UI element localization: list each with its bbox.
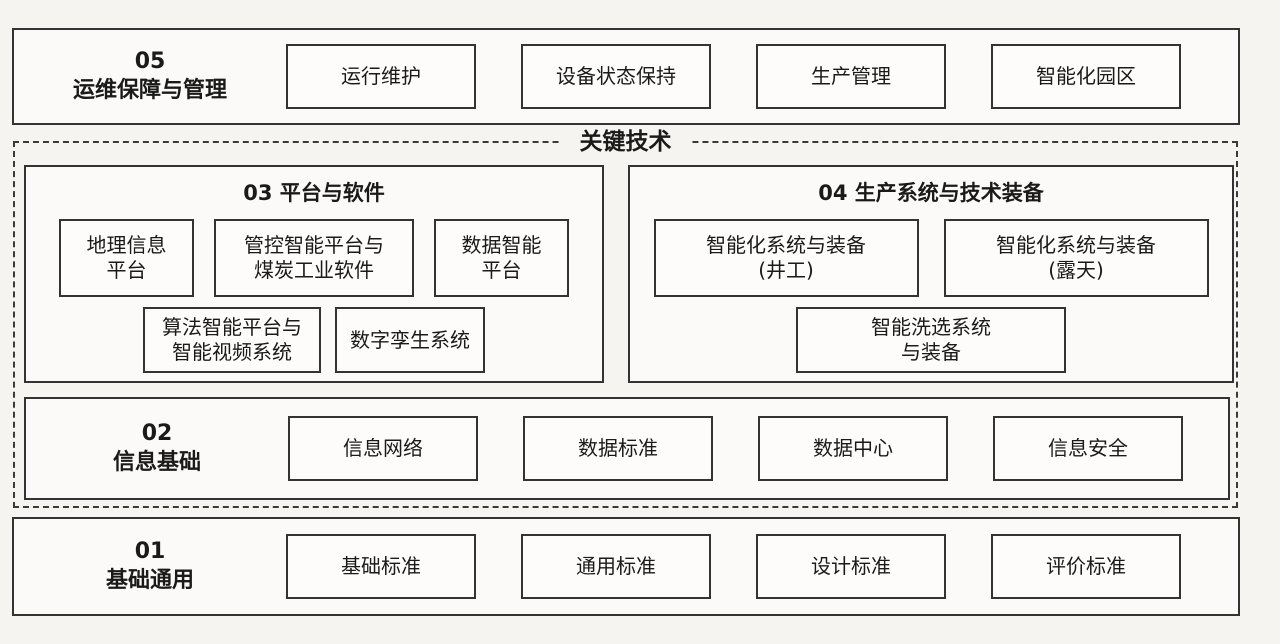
item-box: 评价标准 <box>991 534 1181 599</box>
item-box: 信息网络 <box>288 416 478 481</box>
panel-box: 地理信息 平台 <box>59 219 194 297</box>
layer-02-items: 信息网络 数据标准 数据中心 信息安全 <box>288 416 1241 481</box>
layer-02-name: 信息基础 <box>112 449 201 475</box>
layer-01-name: 基础通用 <box>105 567 194 593</box>
panel-box: 智能化系统与装备 (露天) <box>943 219 1209 297</box>
panel-04-title: 04 生产系统与技术装备 <box>818 181 1044 205</box>
layer-05-number: 05 <box>134 48 166 74</box>
item-box: 数据中心 <box>758 416 948 481</box>
item-box: 通用标准 <box>521 534 711 599</box>
panel-04-row-2: 智能洗选系统 与装备 <box>630 307 1232 373</box>
panel-04-production-equipment: 04 生产系统与技术装备 智能化系统与装备 (井工) 智能化系统与装备 (露天)… <box>628 165 1234 383</box>
panel-04-row-1: 智能化系统与装备 (井工) 智能化系统与装备 (露天) <box>630 219 1232 297</box>
layer-02-band: 02 信息基础 信息网络 数据标准 数据中心 信息安全 <box>24 397 1230 500</box>
key-tech-label: 关键技术 <box>561 127 690 157</box>
panel-03-row-2: 算法智能平台与 智能视频系统 数字孪生系统 <box>26 307 602 373</box>
layer-05-band: 05 运维保障与管理 运行维护 设备状态保持 生产管理 智能化园区 <box>12 28 1240 125</box>
panel-03-row-1: 地理信息 平台 管控智能平台与 煤炭工业软件 数据智能 平台 <box>26 219 602 297</box>
panel-03-platform-software: 03 平台与软件 地理信息 平台 管控智能平台与 煤炭工业软件 数据智能 平台 … <box>24 165 604 383</box>
panel-box: 数字孪生系统 <box>335 307 485 373</box>
item-box: 基础标准 <box>286 534 476 599</box>
layer-05-label: 05 运维保障与管理 <box>14 48 286 105</box>
panel-box: 智能化系统与装备 (井工) <box>653 219 919 297</box>
layer-02-label: 02 信息基础 <box>26 420 288 477</box>
panel-03-title: 03 平台与软件 <box>243 181 385 205</box>
layer-05-items: 运行维护 设备状态保持 生产管理 智能化园区 <box>286 44 1239 109</box>
item-box: 设计标准 <box>756 534 946 599</box>
item-box: 数据标准 <box>523 416 713 481</box>
item-box: 运行维护 <box>286 44 476 109</box>
panel-box: 数据智能 平台 <box>434 219 569 297</box>
key-tech-container: 关键技术 03 平台与软件 地理信息 平台 管控智能平台与 煤炭工业软件 数据智… <box>13 127 1238 508</box>
item-box: 信息安全 <box>993 416 1183 481</box>
item-box: 智能化园区 <box>991 44 1181 109</box>
layer-01-items: 基础标准 通用标准 设计标准 评价标准 <box>286 534 1239 599</box>
panel-box: 智能洗选系统 与装备 <box>796 307 1066 373</box>
item-box: 设备状态保持 <box>521 44 711 109</box>
layer-01-number: 01 <box>134 538 166 564</box>
layer-05-name: 运维保障与管理 <box>72 77 227 103</box>
panel-box: 管控智能平台与 煤炭工业软件 <box>214 219 414 297</box>
layer-02-number: 02 <box>141 420 173 446</box>
panel-box: 算法智能平台与 智能视频系统 <box>143 307 321 373</box>
layer-01-band: 01 基础通用 基础标准 通用标准 设计标准 评价标准 <box>12 517 1240 616</box>
item-box: 生产管理 <box>756 44 946 109</box>
layer-01-label: 01 基础通用 <box>14 538 286 595</box>
